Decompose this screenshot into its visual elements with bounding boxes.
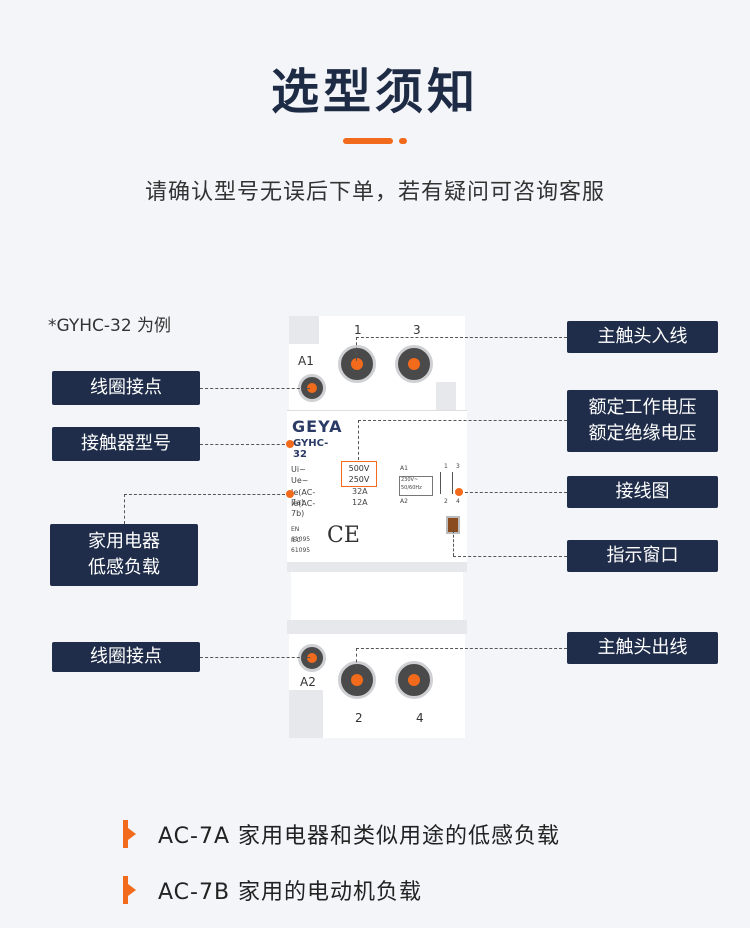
terminal-3-label: 3	[413, 323, 421, 337]
terminal-4-screw	[395, 661, 433, 699]
page-subtitle: 请确认型号无误后下单，若有疑问可咨询客服	[144, 180, 605, 205]
coil-a2-screw	[298, 644, 326, 672]
model-number: GYHC-32	[293, 438, 329, 460]
coil-a1-screw	[298, 374, 326, 402]
label-main-contact-out: 主触头出线	[567, 632, 718, 664]
current-7a-value: 32A	[352, 487, 368, 496]
voltage-rating-box: 500V 250V	[341, 461, 377, 487]
voltage-ue-value: 250V	[348, 475, 370, 484]
voltage-ui-value: 500V	[348, 464, 370, 473]
label-wiring-diagram: 接线图	[567, 476, 718, 508]
diag-rating-1: 230V~	[401, 477, 419, 483]
label-indicator-window: 指示窗口	[567, 540, 718, 572]
spec-ue: Ue~	[291, 476, 309, 485]
page-title: 选型须知	[270, 64, 479, 120]
diag-t1: 1	[444, 463, 448, 470]
label-rated-voltage: 额定工作电压 额定绝缘电压	[567, 390, 718, 452]
note-marker	[123, 820, 136, 848]
current-7b-value: 12A	[352, 498, 368, 507]
diag-t3: 3	[456, 463, 460, 470]
diag-rating-2: 50/60Hz	[401, 485, 422, 491]
terminal-1-label: 1	[354, 323, 362, 337]
diag-a1: A1	[400, 465, 408, 472]
note-marker	[123, 876, 136, 904]
note-ac7b: AC-7B 家用的电动机负载	[123, 874, 422, 906]
title-underline-dot	[399, 138, 407, 144]
label-coil-contact-bottom: 线圈接点	[52, 642, 200, 672]
terminal-2-screw	[338, 661, 376, 699]
diag-t2: 2	[444, 498, 448, 505]
spec-ie7b: Ie(AC-7b)	[291, 499, 316, 518]
brand-logo: GEYA	[292, 417, 343, 436]
label-main-contact-in: 主触头入线	[567, 321, 718, 353]
spec-ie7a: Ie(AC-7a)	[291, 488, 316, 507]
note-ac7a: AC-7A 家用电器和类似用途的低感负载	[123, 818, 560, 850]
terminal-2-label: 2	[355, 711, 363, 725]
terminal-4-label: 4	[416, 711, 424, 725]
title-underline	[343, 138, 393, 144]
ce-mark: CE	[327, 523, 360, 548]
diag-t4: 4	[456, 498, 460, 505]
terminal-3-screw	[395, 345, 433, 383]
label-contactor-model: 接触器型号	[52, 427, 200, 461]
terminal-1-screw	[338, 345, 376, 383]
coil-a1-label: A1	[298, 354, 314, 368]
example-note: *GYHC-32 为例	[48, 316, 172, 336]
diag-a2: A2	[400, 498, 408, 505]
coil-symbol	[399, 476, 433, 496]
spec-ui: Ui~	[291, 465, 306, 474]
label-coil-contact-top: 线圈接点	[52, 371, 200, 405]
coil-a2-label: A2	[300, 675, 316, 689]
standard-iec: IEC 61095	[291, 537, 311, 554]
din-rail-section	[291, 572, 463, 620]
label-household-load: 家用电器 低感负载	[50, 524, 198, 586]
standard-en: EN 61095	[291, 526, 311, 543]
front-panel	[287, 410, 467, 563]
